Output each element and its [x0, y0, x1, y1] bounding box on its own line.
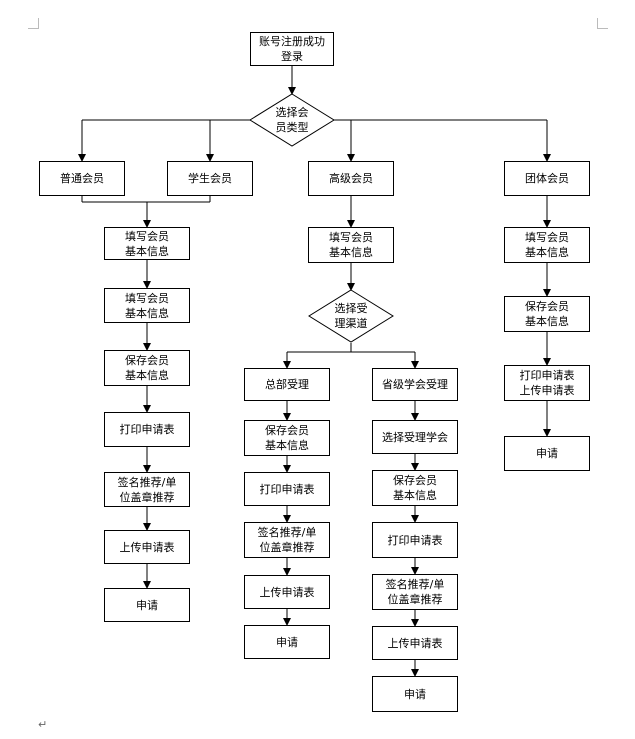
node-group-apply: 申请: [504, 436, 590, 471]
node-hq-sign-recommend: 签名推荐/单 位盖章推荐: [244, 522, 330, 558]
node-regular-fill-info-2: 填写会员 基本信息: [104, 288, 190, 323]
node-regular-fill-info-1: 填写会员 基本信息: [104, 227, 190, 260]
node-senior-member: 高级会员: [308, 161, 394, 196]
node-hq-upload-form: 上传申请表: [244, 575, 330, 609]
node-provincial-acceptance: 省级学会受理: [372, 368, 458, 401]
node-prov-select-society: 选择受理学会: [372, 420, 458, 454]
page-corner-mark: [28, 18, 39, 29]
node-regular-upload-form: 上传申请表: [104, 530, 190, 564]
node-hq-print-form: 打印申请表: [244, 472, 330, 506]
decision-channel-diamond: [308, 289, 394, 343]
node-regular-print-form: 打印申请表: [104, 412, 190, 447]
node-hq-apply: 申请: [244, 625, 330, 659]
node-hq-save-info: 保存会员 基本信息: [244, 420, 330, 456]
node-prov-apply: 申请: [372, 676, 458, 712]
node-regular-apply: 申请: [104, 588, 190, 622]
node-group-fill-info: 填写会员 基本信息: [504, 227, 590, 263]
node-choose-member-type: 选择会 员类型: [275, 106, 309, 134]
page-corner-mark: [597, 18, 608, 29]
node-group-save-info: 保存会员 基本信息: [504, 296, 590, 332]
node-prov-print-form: 打印申请表: [372, 522, 458, 558]
node-group-member: 团体会员: [504, 161, 590, 196]
node-senior-fill-info: 填写会员 基本信息: [308, 227, 394, 263]
node-prov-upload-form: 上传申请表: [372, 626, 458, 660]
node-regular-sign-recommend: 签名推荐/单 位盖章推荐: [104, 472, 190, 507]
node-regular-member: 普通会员: [39, 161, 125, 196]
node-start-login: 账号注册成功 登录: [250, 32, 334, 66]
node-hq-acceptance: 总部受理: [244, 368, 330, 401]
node-group-print-upload: 打印申请表 上传申请表: [504, 365, 590, 401]
node-regular-save-info: 保存会员 基本信息: [104, 350, 190, 386]
node-prov-sign-recommend: 签名推荐/单 位盖章推荐: [372, 574, 458, 610]
node-choose-channel: 选择受 理渠道: [334, 302, 368, 330]
paragraph-mark: ↵: [38, 718, 48, 731]
node-student-member: 学生会员: [167, 161, 253, 196]
decision-member-type-diamond: [249, 93, 335, 147]
node-prov-save-info: 保存会员 基本信息: [372, 470, 458, 506]
